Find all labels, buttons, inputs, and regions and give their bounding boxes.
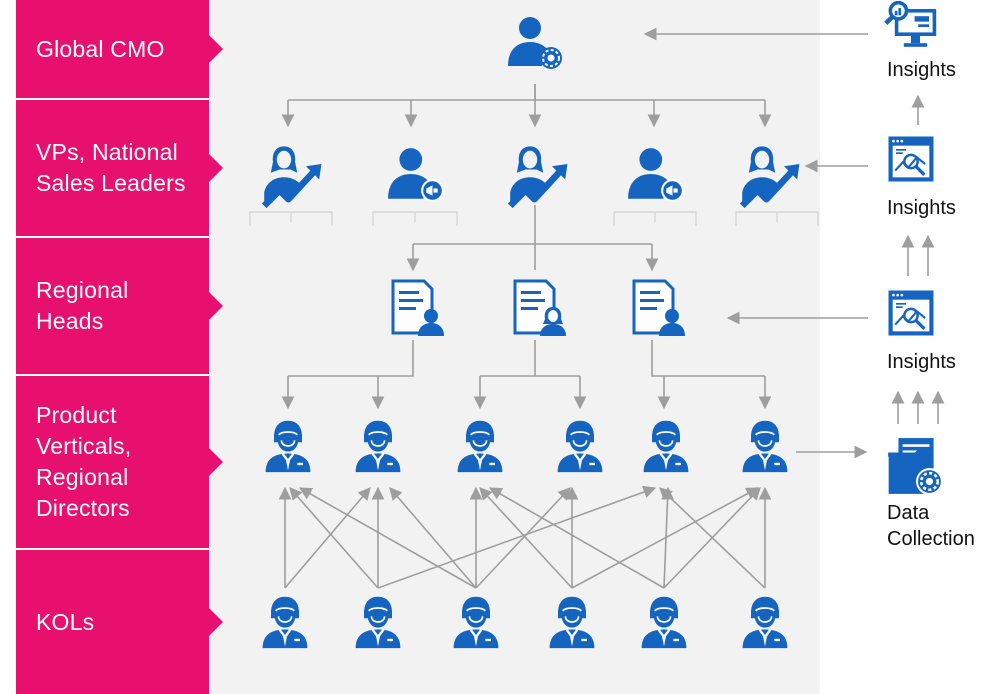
- person-tie-icon: [261, 595, 309, 650]
- level-column: Global CMO VPs, National Sales Leaders R…: [0, 0, 240, 694]
- insights-label-2: Insights: [887, 197, 956, 219]
- person-tie-icon: [640, 595, 688, 650]
- insights-label-3: Insights: [887, 351, 956, 373]
- level-vps: VPs, National Sales Leaders: [16, 100, 223, 238]
- person-tie-icon: [741, 595, 789, 650]
- profile-document-icon: [632, 279, 687, 338]
- person-tie-icon: [264, 419, 312, 474]
- profile-document-icon: [391, 279, 446, 338]
- person-tie-icon: [556, 419, 604, 474]
- level-product-verticals: Product Verticals, Regional Directors: [16, 376, 223, 550]
- vp-team-brackets: [249, 211, 819, 226]
- level-label: VPs, National Sales Leaders: [36, 139, 186, 196]
- level-label: Regional Heads: [36, 277, 129, 334]
- person-tie-icon: [548, 595, 596, 650]
- user-gear-icon: [507, 16, 563, 70]
- insights-label-1: Insights: [887, 59, 956, 81]
- user-megaphone-icon: [387, 147, 444, 202]
- data-collection-label: Data Collection: [887, 502, 975, 550]
- connectors: [249, 27, 945, 589]
- level-label: Global CMO: [36, 35, 165, 62]
- user-megaphone-icon: [627, 147, 684, 202]
- sales-growth-icon: [510, 146, 567, 205]
- level-kols: KOLs: [16, 550, 223, 694]
- profile-document-icon: [513, 279, 568, 338]
- analytics-window-icon: [886, 288, 936, 338]
- sales-growth-icon: [742, 146, 799, 205]
- person-tie-icon: [456, 419, 504, 474]
- level-label: KOLs: [36, 608, 95, 635]
- analytics-window-icon: [886, 134, 936, 184]
- person-tie-icon: [452, 595, 500, 650]
- person-tie-icon: [354, 419, 402, 474]
- level-label: Product Verticals, Regional Directors: [36, 402, 132, 521]
- diagram-panel: [210, 0, 820, 694]
- analytics-monitor-icon: [886, 3, 936, 47]
- sales-growth-icon: [264, 146, 321, 205]
- level-global-cmo: Global CMO: [16, 0, 223, 100]
- level-regional-heads: Regional Heads: [16, 238, 223, 376]
- document-gear-icon: [886, 436, 944, 496]
- person-tie-icon: [741, 419, 789, 474]
- person-tie-icon: [354, 595, 402, 650]
- person-tie-icon: [642, 419, 690, 474]
